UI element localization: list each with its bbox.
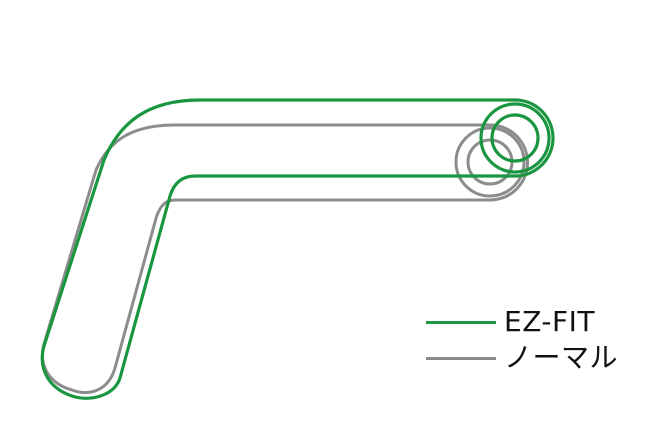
ezfit-bar-end-outer	[479, 102, 551, 174]
legend-item-ezfit: EZ-FIT	[426, 306, 618, 338]
legend-swatch-ezfit	[426, 320, 496, 324]
ezfit-bar-end-inner	[490, 113, 540, 163]
normal-bar-end-outer	[454, 126, 526, 198]
normal-bar-body	[41, 123, 529, 394]
ezfit-bar-body	[40, 98, 555, 400]
ezfit-bar-outline	[40, 98, 555, 400]
legend-item-normal: ノーマル	[426, 342, 618, 374]
legend-label-ezfit: EZ-FIT	[504, 305, 595, 338]
legend-swatch-normal	[426, 356, 496, 360]
legend: EZ-FIT ノーマル	[426, 306, 618, 374]
normal-bar-outline	[41, 123, 529, 394]
legend-label-normal: ノーマル	[504, 341, 619, 374]
